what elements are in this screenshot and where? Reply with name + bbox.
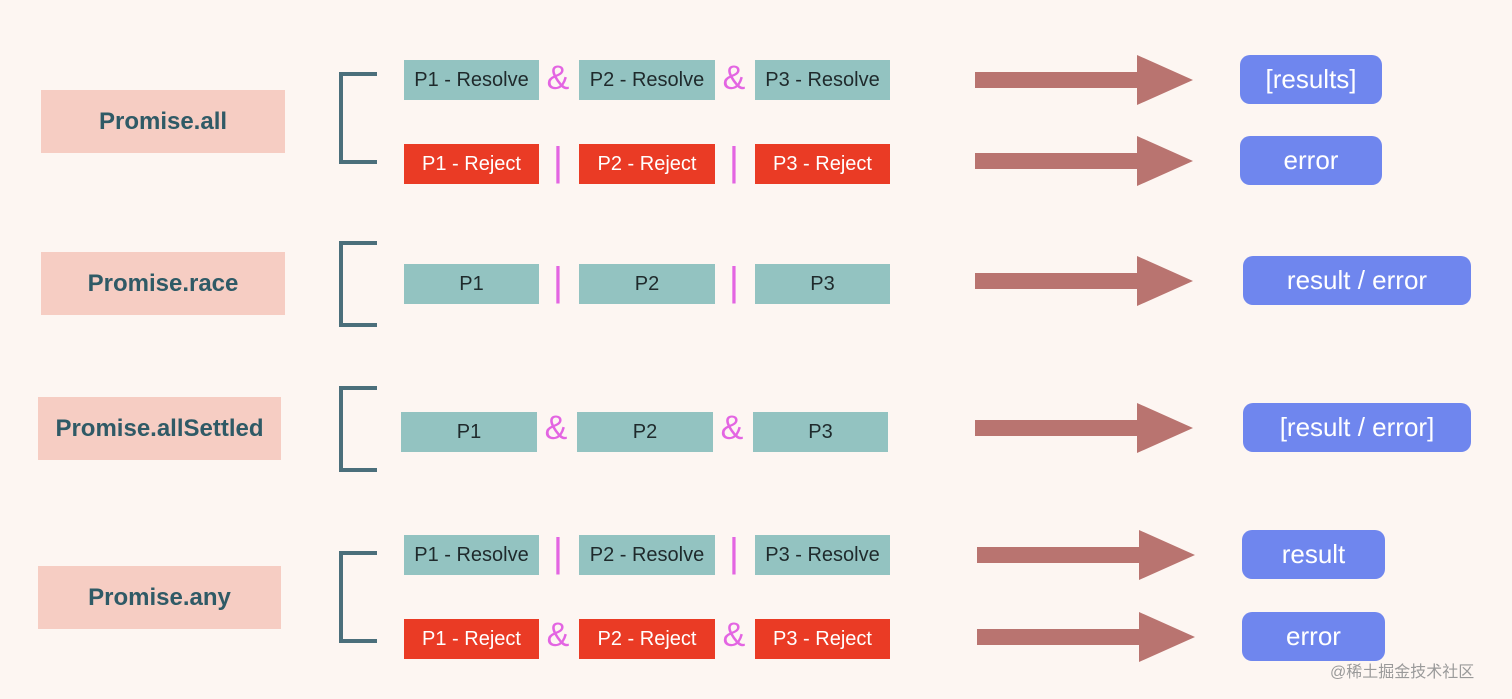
and-operator: &: [722, 58, 746, 97]
p3-reject-box: P3 - Reject: [755, 144, 890, 184]
p3-box: P3: [755, 264, 890, 304]
or-operator: |: [728, 139, 740, 184]
bracket-promise-race: [339, 241, 377, 327]
p1-box: P1: [401, 412, 537, 452]
arrow-icon: [975, 403, 1193, 453]
arrow-icon: [977, 530, 1195, 580]
bracket-promise-all: [339, 72, 377, 164]
result-box-results: [results]: [1240, 55, 1382, 104]
p2-box: P2: [577, 412, 713, 452]
p2-resolve-box: P2 - Resolve: [579, 535, 715, 575]
method-label-promise-race: Promise.race: [41, 252, 285, 315]
and-operator: &: [544, 408, 568, 447]
or-operator: |: [728, 259, 740, 304]
p1-reject-box: P1 - Reject: [404, 619, 539, 659]
or-operator: |: [552, 530, 564, 575]
arrow-icon: [977, 612, 1195, 662]
p1-reject-box: P1 - Reject: [404, 144, 539, 184]
or-operator: |: [728, 530, 740, 575]
or-operator: |: [552, 259, 564, 304]
arrow-icon: [975, 55, 1193, 105]
p3-box: P3: [753, 412, 888, 452]
p3-reject-box: P3 - Reject: [755, 619, 890, 659]
p1-resolve-box: P1 - Resolve: [404, 60, 539, 100]
result-box-result: result: [1242, 530, 1385, 579]
p2-resolve-box: P2 - Resolve: [579, 60, 715, 100]
result-box-result-or-error-array: [result / error]: [1243, 403, 1471, 452]
watermark-text: @稀土掘金技术社区: [1330, 664, 1475, 681]
bracket-promise-allsettled: [339, 386, 377, 472]
method-label-promise-allsettled: Promise.allSettled: [38, 397, 281, 460]
p2-reject-box: P2 - Reject: [579, 144, 715, 184]
p1-box: P1: [404, 264, 539, 304]
result-box-error: error: [1242, 612, 1385, 661]
bracket-promise-any: [339, 551, 377, 643]
arrow-icon: [975, 256, 1193, 306]
result-box-error: error: [1240, 136, 1382, 185]
p2-reject-box: P2 - Reject: [579, 619, 715, 659]
arrow-icon: [975, 136, 1193, 186]
and-operator: &: [720, 408, 744, 447]
and-operator: &: [546, 58, 570, 97]
method-label-promise-any: Promise.any: [38, 566, 281, 629]
p3-resolve-box: P3 - Resolve: [755, 60, 890, 100]
or-operator: |: [552, 139, 564, 184]
method-label-promise-all: Promise.all: [41, 90, 285, 153]
and-operator: &: [546, 615, 570, 654]
p2-box: P2: [579, 264, 715, 304]
p1-resolve-box: P1 - Resolve: [404, 535, 539, 575]
result-box-result-or-error: result / error: [1243, 256, 1471, 305]
and-operator: &: [722, 615, 746, 654]
p3-resolve-box: P3 - Resolve: [755, 535, 890, 575]
